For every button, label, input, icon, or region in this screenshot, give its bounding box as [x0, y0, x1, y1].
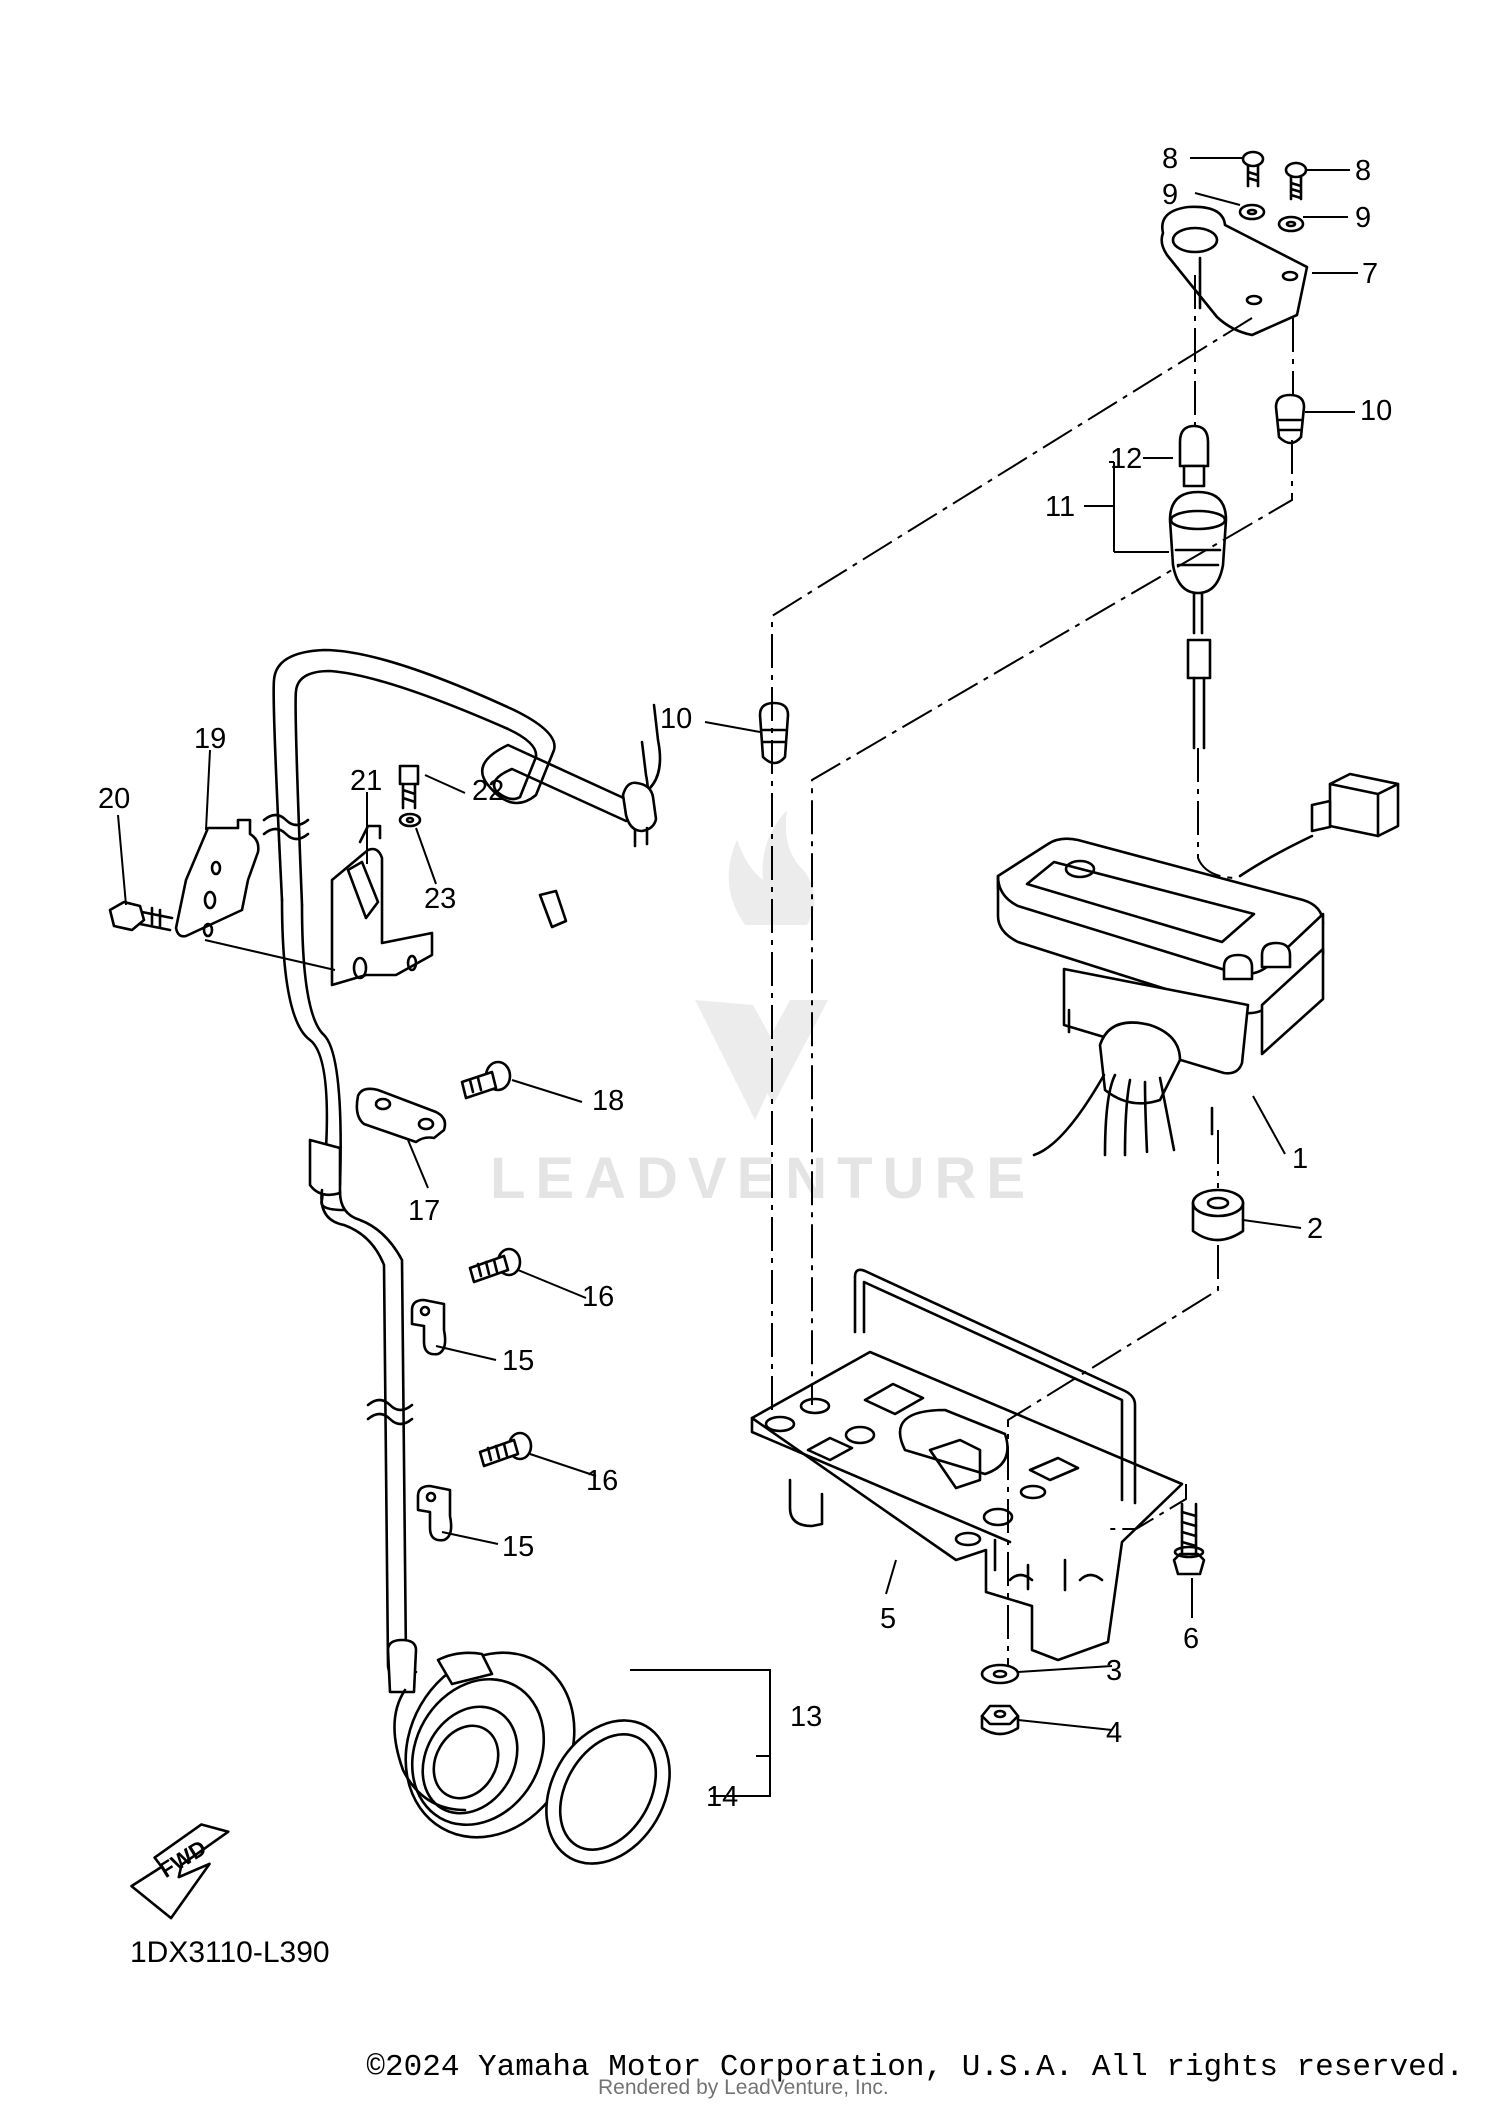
part-23-washer — [398, 812, 422, 828]
part-14-seal-ring — [545, 1719, 671, 1865]
callout-17: 17 — [408, 1195, 440, 1227]
part-7-stay — [1160, 205, 1309, 337]
callout-11: 11 — [1045, 491, 1075, 523]
part-9-washer-left — [1238, 203, 1266, 221]
part-8-screw-left — [1241, 150, 1265, 188]
part-3-washer — [980, 1663, 1020, 1685]
speed-sensor-cable — [262, 648, 662, 1694]
callout-9-left: 9 — [1162, 179, 1178, 211]
callout-22: 22 — [472, 775, 504, 807]
callout-1: 1 — [1292, 1143, 1308, 1175]
callout-2: 2 — [1307, 1213, 1323, 1245]
part-2-damper — [1191, 1188, 1245, 1242]
part-4-nut — [980, 1704, 1020, 1736]
part-12-bulb — [1178, 424, 1210, 488]
callout-15-lower: 15 — [502, 1531, 534, 1563]
part-22-screw — [398, 764, 420, 810]
part-1-meter-assembly — [996, 837, 1325, 1157]
copyright-footer: ©2024 Yamaha Motor Corporation, U.S.A. A… — [366, 2050, 1464, 2085]
callout-6: 6 — [1183, 1623, 1199, 1655]
callout-16-upper: 16 — [582, 1281, 614, 1313]
wire-connector — [1238, 772, 1400, 878]
part-5-meter-bracket — [750, 1268, 1184, 1662]
callout-4: 4 — [1106, 1717, 1122, 1749]
callout-15-upper: 15 — [502, 1345, 534, 1377]
part-17-clamp — [355, 1087, 447, 1144]
callout-23: 23 — [424, 883, 456, 915]
part-6-bolt — [1172, 1502, 1206, 1576]
part-11-socket — [1168, 490, 1228, 750]
callout-numbers: 1 2 3 4 5 6 7 8 8 9 9 10 10 11 12 13 14 … — [98, 143, 1392, 1813]
part-10-grommet-upper — [1274, 393, 1306, 445]
callout-8-left: 8 — [1162, 143, 1178, 175]
watermark-text: LEADVENTURE — [490, 1146, 1035, 1211]
callout-10-upper: 10 — [1360, 395, 1392, 427]
callout-18: 18 — [592, 1085, 624, 1117]
part-13-speed-sensor — [393, 1651, 576, 1839]
callout-14: 14 — [706, 1781, 738, 1813]
part-16-screw-lower — [478, 1431, 533, 1468]
callout-12: 12 — [1110, 443, 1142, 475]
part-8-screw-right — [1284, 161, 1308, 201]
callout-5: 5 — [880, 1603, 896, 1635]
leader-lines — [117, 157, 1358, 1797]
callout-19: 19 — [194, 723, 226, 755]
callout-7: 7 — [1362, 258, 1378, 290]
part-18-bolt — [460, 1060, 512, 1100]
callout-13: 13 — [790, 1701, 822, 1733]
fwd-arrow-icon: FWD — [130, 1823, 230, 1920]
callout-10-lower: 10 — [660, 703, 692, 735]
part-9-washer-right — [1277, 215, 1305, 233]
callout-9-right: 9 — [1355, 202, 1371, 234]
callout-21: 21 — [350, 765, 382, 797]
watermark: LEADVENTURE — [490, 810, 1035, 1211]
centre-lines — [771, 275, 1294, 1665]
callout-3: 3 — [1106, 1655, 1122, 1687]
callout-20: 20 — [98, 783, 130, 815]
part-16-screw-upper — [468, 1247, 522, 1284]
part-10-grommet-lower — [758, 701, 790, 765]
callout-16-lower: 16 — [586, 1465, 618, 1497]
part-20-bolt — [108, 900, 174, 932]
callout-8-right: 8 — [1355, 155, 1371, 187]
part-19-plate — [174, 818, 260, 938]
part-21-bracket — [330, 824, 434, 987]
rendered-by-note: Rendered by LeadVenture, Inc. — [598, 2076, 889, 2099]
diagram-reference-code: 1DX3110-L390 — [130, 1936, 330, 1969]
